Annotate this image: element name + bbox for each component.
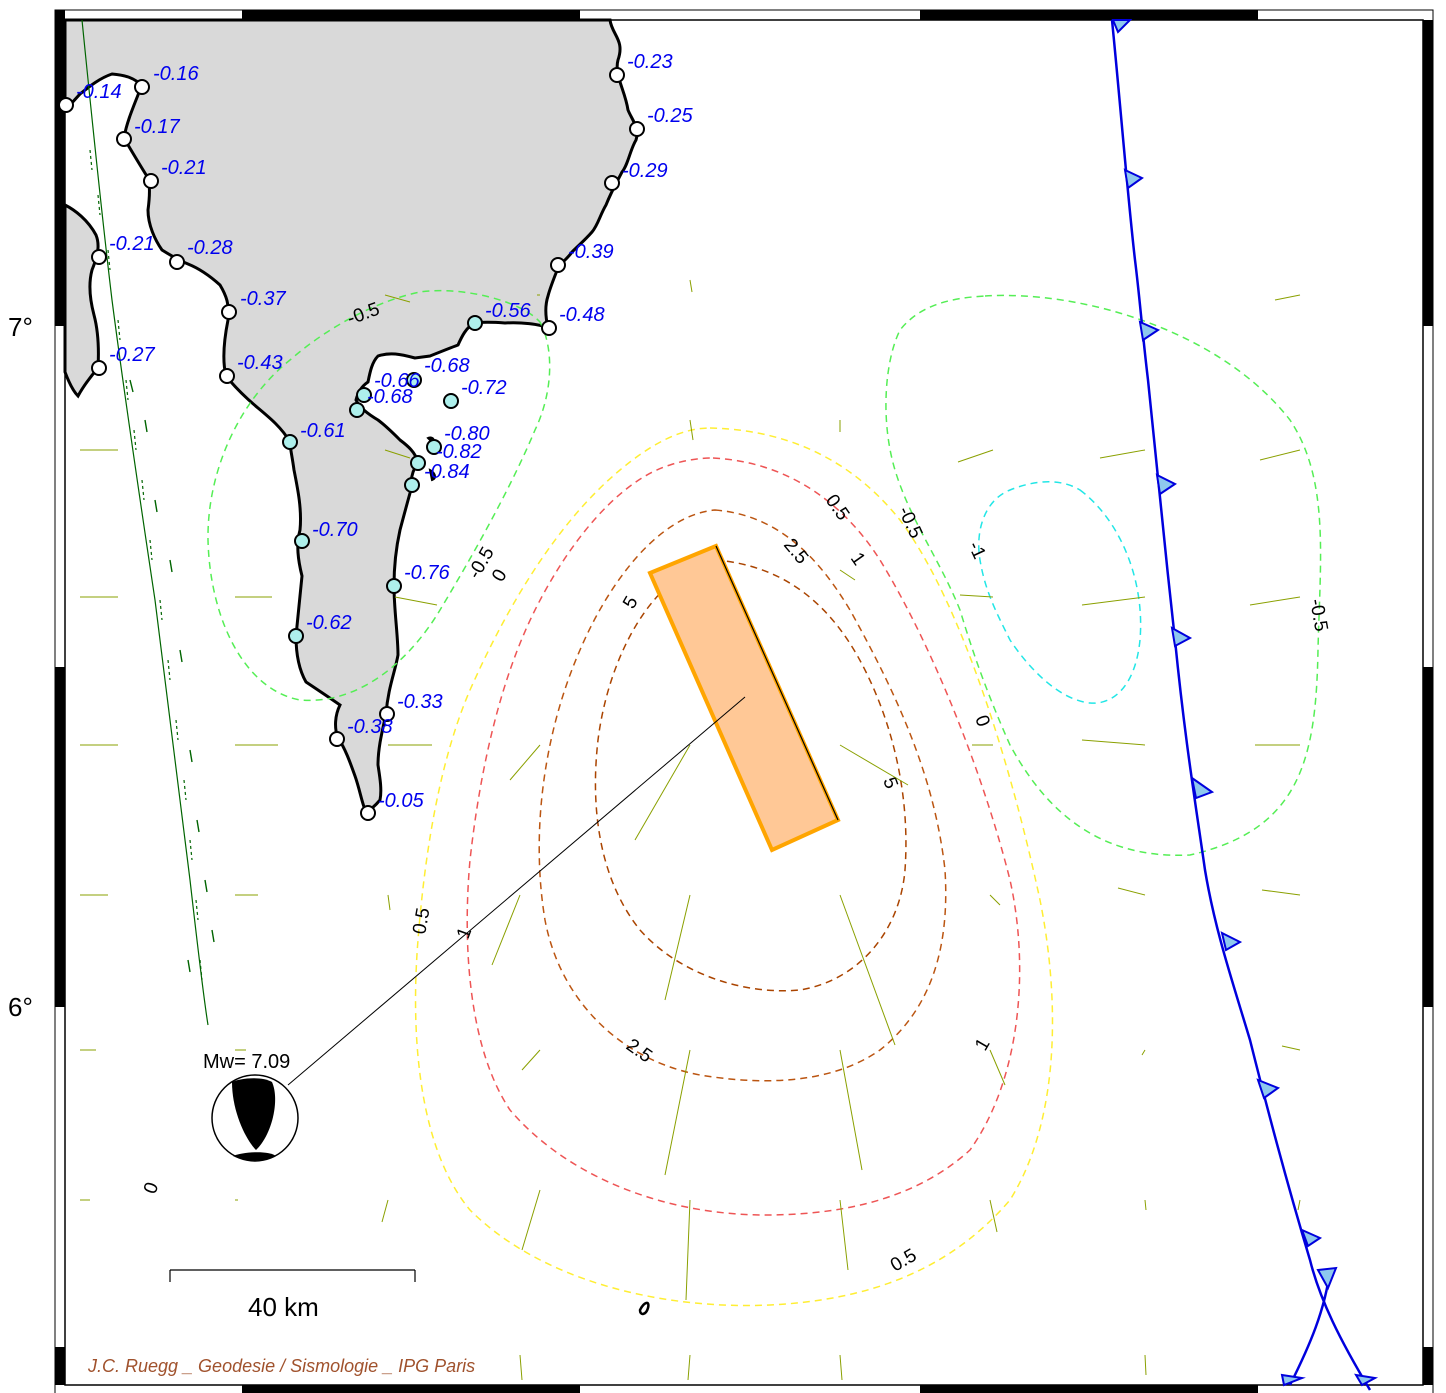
beachball-leader-line — [287, 696, 746, 1086]
station-label: -0.66 — [374, 370, 420, 392]
station-label: -0.72 — [461, 377, 507, 399]
station-label: -0.48 — [559, 304, 605, 326]
scale-bar-label: 40 km — [248, 1292, 319, 1322]
station-label: -0.70 — [312, 519, 358, 541]
contour-label: 0 — [140, 1180, 163, 1197]
station-label: -0.68 — [424, 355, 470, 377]
subduction-trench — [1110, 19, 1379, 1391]
contour-label: -1 — [963, 538, 989, 562]
onland-faults — [81, 19, 215, 1026]
deformation-contours — [207, 289, 1322, 1307]
station-labels: -0.14 -0.16 -0.17 -0.21 -0.21 -0.28 -0.3… — [76, 51, 693, 812]
magnitude-label: Mw= 7.09 — [203, 1051, 290, 1073]
station-label: -0.16 — [153, 63, 199, 85]
station-label: -0.23 — [627, 51, 673, 73]
contour-label: 5 — [619, 593, 642, 613]
contour-label: 5 — [878, 775, 901, 792]
gps-stations-open — [58, 67, 645, 821]
station-label: -0.21 — [109, 233, 155, 255]
contour-label: -0.5 — [893, 503, 926, 542]
credit-text: J.C. Ruegg _ Geodesie / Sismologie _ IPG… — [87, 1356, 475, 1376]
contour-label: -0.5 — [1305, 597, 1331, 633]
contour-label: 0.5 — [821, 491, 853, 525]
station-label: -0.28 — [187, 237, 233, 259]
station-label: -0.17 — [134, 116, 180, 138]
contour-label: 1 — [453, 925, 476, 942]
land-mass — [63, 18, 650, 1316]
station-label: -0.37 — [240, 288, 286, 310]
lat-label-6: 6° — [8, 992, 33, 1022]
station-label: -0.25 — [647, 105, 693, 127]
station-label: -0.62 — [306, 612, 352, 634]
station-label: -0.39 — [568, 241, 614, 263]
station-label: -0.05 — [378, 790, 424, 812]
contour-label: 0 — [488, 566, 511, 586]
station-label: -0.43 — [237, 352, 283, 374]
contour-label: 0 — [970, 713, 993, 730]
station-label: -0.29 — [622, 160, 668, 182]
station-label: -0.80 — [444, 423, 490, 445]
contour-label: 2.5 — [779, 535, 812, 569]
lat-label-7: 7° — [8, 312, 33, 342]
station-label: -0.61 — [300, 420, 346, 442]
station-label: -0.68 — [367, 386, 413, 408]
station-label: -0.76 — [404, 562, 450, 584]
contour-label: 0.5 — [887, 1245, 920, 1276]
station-label: -0.27 — [109, 344, 155, 366]
station-label: -0.21 — [161, 157, 207, 179]
map-frame — [54, 9, 1434, 1393]
displacement-vectors — [80, 279, 1301, 1381]
station-label: -0.14 — [76, 81, 122, 103]
focal-mechanism-beachball — [211, 1074, 299, 1162]
contour-label: 0.5 — [409, 906, 434, 936]
contour-label: 2.5 — [622, 1035, 656, 1067]
station-label: -0.56 — [485, 300, 531, 322]
scale-bar — [169, 1269, 416, 1282]
gps-stations-filled — [282, 315, 483, 644]
station-label: -0.84 — [424, 461, 470, 483]
station-label: -0.38 — [347, 716, 393, 738]
contour-label: 1 — [846, 549, 869, 570]
station-label: -0.33 — [397, 691, 443, 713]
station-label: -0.82 — [436, 441, 482, 463]
